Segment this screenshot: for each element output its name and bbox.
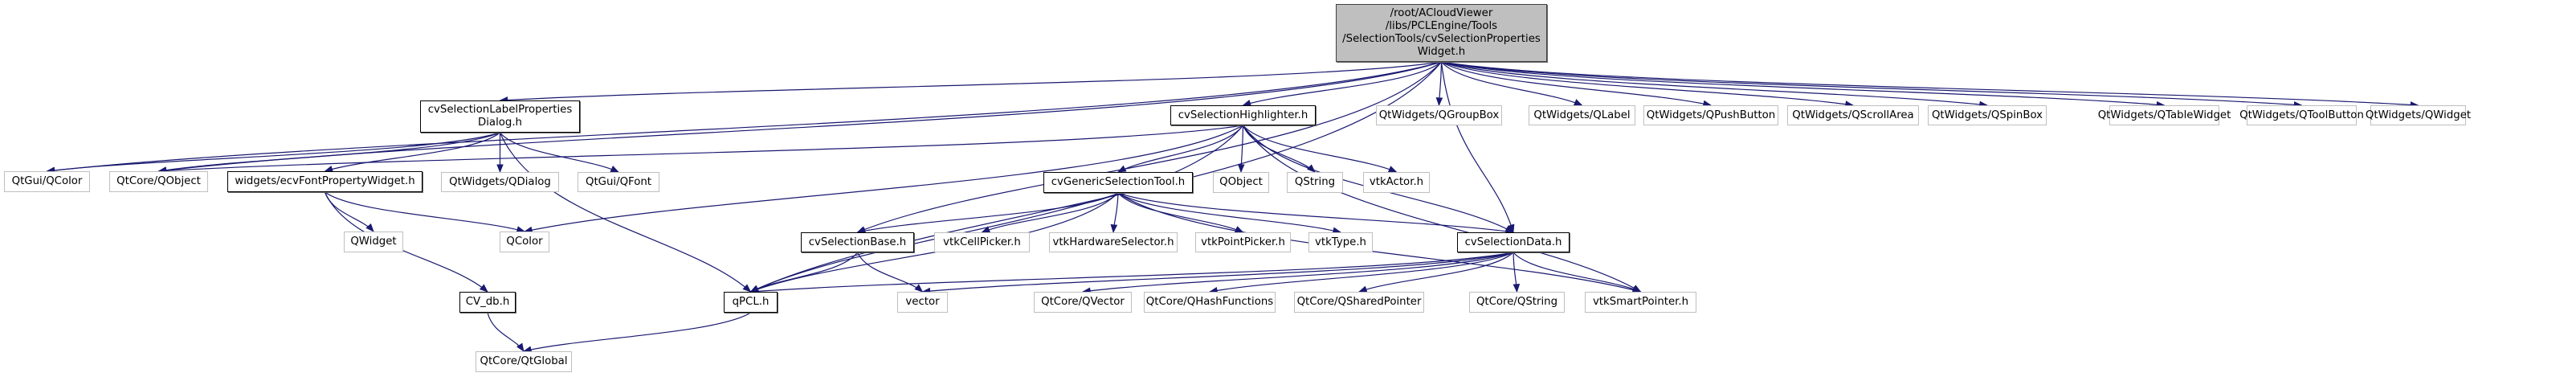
- edge-generictool-to-vtkcellpicker: [981, 192, 1119, 233]
- edge-generictool-to-seldata: [1117, 192, 1515, 235]
- node-qtcore-qvector[interactable]: QtCore/QVector: [1034, 292, 1132, 313]
- node-qtwidgets-qpushbutton[interactable]: QtWidgets/QPushButton: [1643, 105, 1778, 125]
- edge-labeldlg-to-qpcl: [499, 132, 752, 293]
- edge-highlighter-to-qpcl: [749, 125, 1243, 293]
- edge-seldata-to-qsharedptr: [1357, 252, 1514, 293]
- edge-root-to-seldata: [1440, 61, 1515, 234]
- edge-highlighter-to-qobject: [1237, 125, 1245, 174]
- edge-labeldlg-to-fontwidget: [324, 132, 500, 173]
- node-qtwidgets-qtoolbutton[interactable]: QtWidgets/QToolButton: [2239, 105, 2364, 125]
- edge-root-to-qspinbox: [1441, 61, 1989, 109]
- node-cvselectionlabelpropertiesdialog[interactable]: cvSelectionLabelProperties Dialog.h: [420, 100, 580, 133]
- edge-root-to-selbase: [856, 61, 1442, 233]
- node-qtwidgets-qwidget[interactable]: QtWidgets/QWidget: [2366, 105, 2471, 125]
- node-qcolor[interactable]: QColor: [500, 232, 549, 252]
- edge-generictool-to-vtktype: [1117, 192, 1342, 234]
- node-qtcore-qobject[interactable]: QtCore/QObject: [109, 171, 208, 192]
- node-vtktype[interactable]: vtkType.h: [1308, 232, 1373, 252]
- edge-generictool-to-vtkpointpicker: [1117, 192, 1244, 233]
- node-qtwidgets-qtablewidget[interactable]: QtWidgets/QTableWidget: [2098, 105, 2231, 125]
- root-line-4: Widget.h: [1417, 46, 1466, 58]
- node-qtgui-qfont[interactable]: QtGui/QFont: [578, 172, 659, 192]
- edge-fontwidget-to-qcolor: [325, 191, 526, 233]
- edge-root-to-qwidget_w: [1441, 61, 2419, 109]
- node-qtwidgets-qdialog[interactable]: QtWidgets/QDialog: [441, 172, 559, 192]
- edge-seldata-to-qvector: [1081, 252, 1514, 295]
- edge-seldata-to-qcoreqstring: [1513, 252, 1521, 293]
- edge-fontwidget-to-qwidget: [324, 191, 374, 232]
- edge-seldata-to-vtksmartptr: [1513, 252, 1642, 293]
- node-qtwidgets-qgroupbox[interactable]: QtWidgets/QGroupBox: [1376, 105, 1502, 125]
- root-node-cvselectionpropertieswidget[interactable]: /root/ACloudViewer /libs/PCLEngine/Tools…: [1336, 4, 1547, 62]
- edge-seldata-to-qhashfn: [1208, 252, 1514, 294]
- edge-root-to-qtoolbutton: [1441, 61, 2303, 109]
- edge-highlighter-to-vtkactor: [1243, 125, 1398, 173]
- node-cvgenericselectiontool[interactable]: cvGenericSelectionTool.h: [1043, 172, 1193, 193]
- edge-highlighter-to-generictool: [1117, 125, 1243, 173]
- node-vtkcellpicker[interactable]: vtkCellPicker.h: [934, 232, 1030, 252]
- node-qtwidgets-qspinbox[interactable]: QtWidgets/QSpinBox: [1928, 105, 2047, 125]
- edge-root-to-qgroupbox: [1435, 61, 1443, 107]
- edge-highlighter-to-qcoreqobject: [157, 125, 1243, 174]
- edge-cvdb-to-qtglobal: [487, 312, 525, 352]
- node-cvselectionbase[interactable]: cvSelectionBase.h: [801, 232, 914, 252]
- edge-selbase-to-vector: [856, 252, 924, 293]
- root-line-1: /root/ACloudViewer: [1390, 7, 1493, 19]
- edge-highlighter-to-qstring: [1242, 125, 1316, 173]
- edge-root-to-labeldlg: [499, 61, 1442, 104]
- node-vtksmartpointer[interactable]: vtkSmartPointer.h: [1585, 292, 1696, 313]
- edge-highlighter-to-qcolor: [523, 125, 1243, 234]
- node-qtwidgets-qscrollarea[interactable]: QtWidgets/QScrollArea: [1787, 105, 1919, 125]
- node-qtcore-qsharedpointer[interactable]: QtCore/QSharedPointer: [1294, 292, 1424, 313]
- node-vtkpointpicker[interactable]: vtkPointPicker.h: [1195, 232, 1291, 252]
- edge-root-to-qpushbutton: [1441, 61, 1713, 108]
- node-qtcore-qstring[interactable]: QtCore/QString: [1469, 292, 1565, 313]
- node-ecvfontpropertywidget[interactable]: widgets/ecvFontPropertyWidget.h: [227, 171, 423, 192]
- edge-root-to-qtablewidget: [1441, 61, 2166, 109]
- node-cv-db[interactable]: CV_db.h: [459, 292, 516, 313]
- root-line-3: /SelectionTools/cvSelectionProperties: [1342, 33, 1541, 45]
- edge-seldata-to-qpcl: [749, 252, 1514, 295]
- node-vector[interactable]: vector: [897, 292, 948, 313]
- node-qtgui-qcolor[interactable]: QtGui/QColor: [4, 171, 90, 192]
- node-qtcore-qhashfunctions[interactable]: QtCore/QHashFunctions: [1144, 292, 1276, 313]
- edge-qpcl-to-qtglobal: [522, 312, 751, 353]
- node-vtkactor[interactable]: vtkActor.h: [1363, 172, 1430, 193]
- node-qobject[interactable]: QObject: [1213, 172, 1269, 193]
- edge-generictool-to-selbase: [856, 192, 1119, 235]
- edge-labeldlg-to-qcoreqobject: [157, 132, 500, 174]
- edge-selbase-to-qpcl: [749, 252, 858, 293]
- node-qtcore-qtglobal[interactable]: QtCore/QtGlobal: [476, 351, 572, 372]
- edge-root-to-highlighter: [1242, 61, 1442, 107]
- node-cvselectiondata[interactable]: cvSelectionData.h: [1457, 232, 1570, 252]
- node-qstring[interactable]: QString: [1287, 172, 1343, 193]
- node-qwidget[interactable]: QWidget: [344, 232, 403, 252]
- node-qpcl[interactable]: qPCL.h: [724, 292, 778, 313]
- edge-generictool-to-vtkhwsel: [1110, 192, 1119, 234]
- edge-root-to-qlabel: [1441, 61, 1583, 106]
- node-cvselectionhighlighter[interactable]: cvSelectionHighlighter.h: [1170, 105, 1316, 125]
- edge-seldata-to-vector: [921, 252, 1514, 295]
- edge-labeldlg-to-qguiqcolor: [46, 132, 500, 174]
- edge-root-to-qscrollarea: [1441, 61, 1855, 108]
- node-qtwidgets-qlabel[interactable]: QtWidgets/QLabel: [1529, 105, 1635, 125]
- edge-highlighter-to-vtksmartptr: [1242, 125, 1642, 293]
- edge-labeldlg-to-qfont: [500, 132, 619, 173]
- edge-root-to-qguiqcolor: [46, 61, 1442, 174]
- node-vtkhardwareselector[interactable]: vtkHardwareSelector.h: [1049, 232, 1178, 252]
- root-line-2: /libs/PCLEngine/Tools: [1385, 20, 1498, 32]
